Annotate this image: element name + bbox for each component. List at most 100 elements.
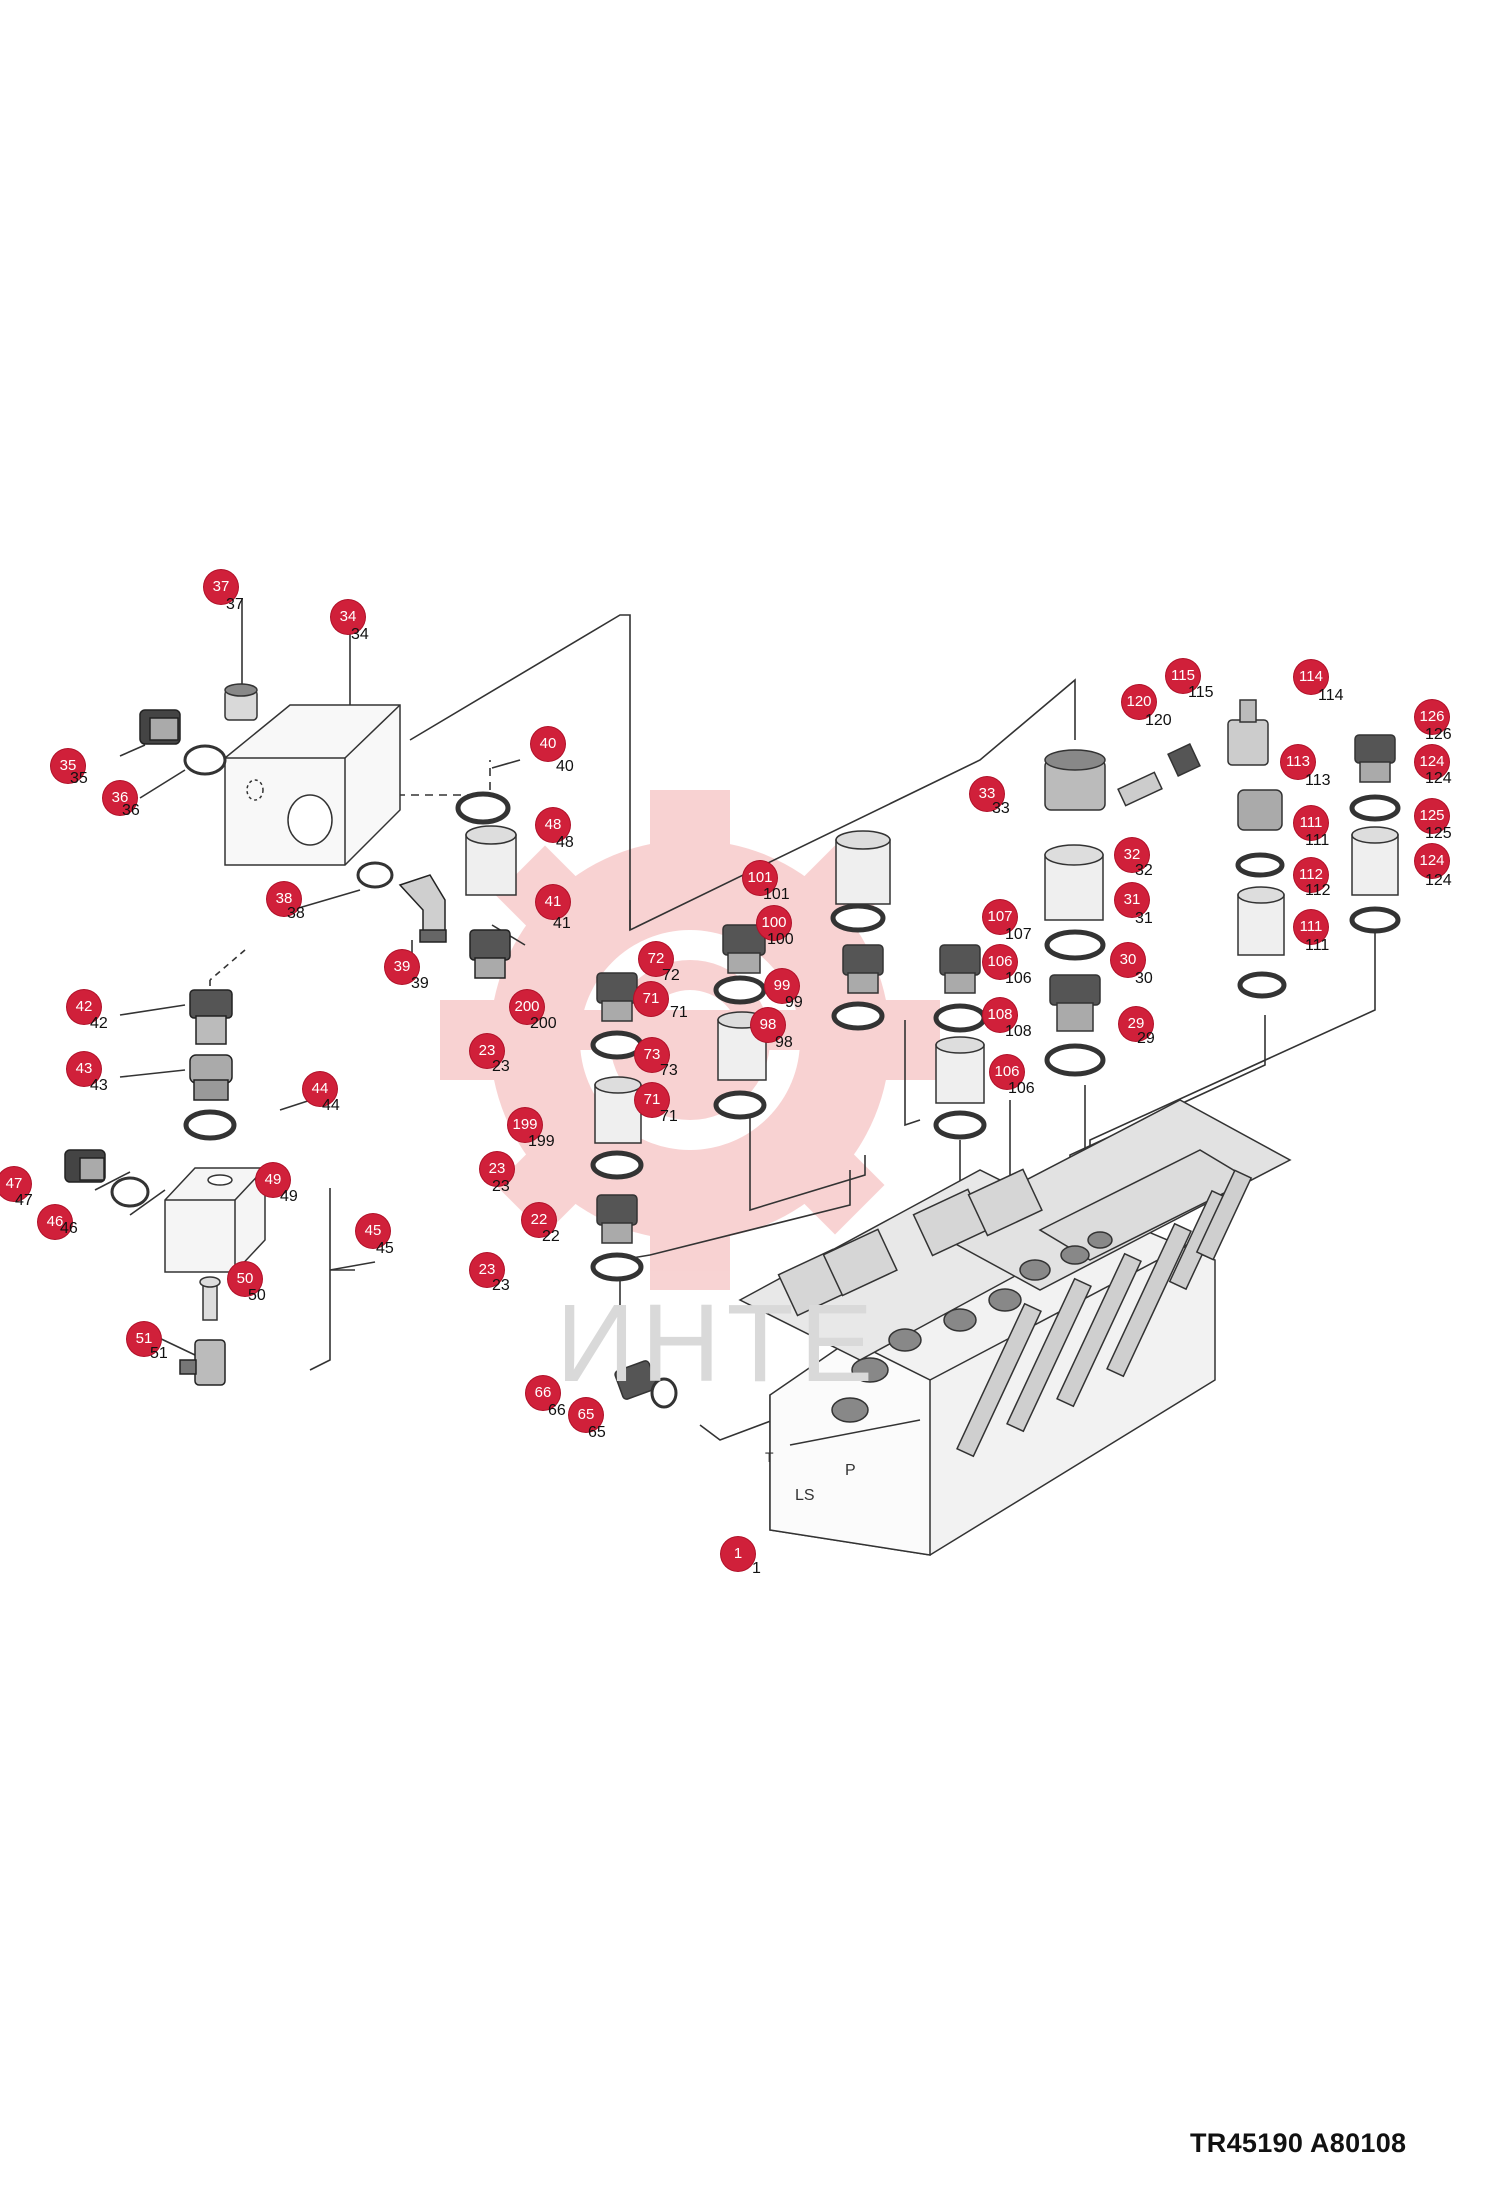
fitting-107 — [939, 944, 981, 976]
callout-126-text: 126 — [1425, 726, 1452, 743]
callout-120[interactable]: 120 — [1122, 685, 1156, 719]
callout-23-c[interactable]: 23 — [470, 1253, 504, 1287]
callout-106-a-text: 106 — [1005, 970, 1032, 987]
callout-106-b[interactable]: 106 — [990, 1055, 1024, 1089]
callout-108-text: 108 — [1005, 1023, 1032, 1040]
callout-23-a[interactable]: 23 — [470, 1034, 504, 1068]
fitting-113 — [1237, 789, 1283, 831]
callout-120-text: 120 — [1145, 712, 1172, 729]
callout-66[interactable]: 66 — [526, 1376, 560, 1410]
callout-47[interactable]: 47 — [0, 1167, 31, 1201]
callout-71-b[interactable]: 71 — [635, 1083, 669, 1117]
callout-98-text: 98 — [775, 1034, 793, 1051]
callout-40-text: 40 — [556, 758, 574, 775]
callout-29[interactable]: 29 — [1119, 1007, 1153, 1041]
callout-114-text: 114 — [1318, 687, 1344, 704]
callout-50[interactable]: 50 — [228, 1262, 262, 1296]
callout-48[interactable]: 48 — [536, 808, 570, 842]
tee-114 — [1227, 719, 1269, 766]
plug-fitting — [224, 683, 258, 721]
callout-23-b[interactable]: 23 — [480, 1152, 514, 1186]
callout-200-text: 200 — [530, 1015, 557, 1032]
callout-37[interactable]: 37 — [204, 570, 238, 604]
callout-111-b[interactable]: 111 — [1294, 910, 1328, 944]
callout-114[interactable]: 114 — [1294, 660, 1328, 694]
callout-124-a[interactable]: 124 — [1415, 745, 1449, 779]
callout-108[interactable]: 108 — [983, 998, 1017, 1032]
callout-100-text: 100 — [767, 931, 794, 948]
callout-30-text: 30 — [1135, 970, 1153, 987]
callout-44[interactable]: 44 — [303, 1072, 337, 1106]
adapter-fitting-35 — [139, 709, 181, 745]
callout-107[interactable]: 107 — [983, 900, 1017, 934]
callout-65[interactable]: 65 — [569, 1398, 603, 1432]
callout-107-text: 107 — [1005, 926, 1032, 943]
callout-113-text: 113 — [1305, 772, 1331, 789]
callout-72-text: 72 — [662, 967, 680, 984]
callout-34[interactable]: 34 — [331, 600, 365, 634]
callout-115-text: 115 — [1188, 684, 1214, 701]
callout-29-text: 29 — [1137, 1030, 1155, 1047]
callout-124-b-text: 124 — [1425, 872, 1452, 889]
callout-33-text: 33 — [992, 800, 1010, 817]
callout-112[interactable]: 112 — [1294, 858, 1328, 892]
callout-45[interactable]: 45 — [356, 1214, 390, 1248]
callout-100[interactable]: 100 — [757, 906, 791, 940]
callout-113[interactable]: 113 — [1281, 745, 1315, 779]
callout-49[interactable]: 49 — [256, 1163, 290, 1197]
callout-41-text: 41 — [553, 915, 571, 932]
callout-72[interactable]: 72 — [639, 942, 673, 976]
callout-47-text: 47 — [15, 1192, 33, 1209]
watermark-text: ИНТЕ — [556, 1282, 880, 1405]
callout-42[interactable]: 42 — [67, 990, 101, 1024]
callout-101[interactable]: 101 — [743, 861, 777, 895]
callout-73-text: 73 — [660, 1062, 678, 1079]
callout-43[interactable]: 43 — [67, 1052, 101, 1086]
callout-71-a[interactable]: 71 — [634, 982, 668, 1016]
callout-42-text: 42 — [90, 1015, 108, 1032]
callout-33[interactable]: 33 — [970, 777, 1004, 811]
callout-200[interactable]: 200 — [510, 990, 544, 1024]
callout-51[interactable]: 51 — [127, 1322, 161, 1356]
callout-22[interactable]: 22 — [522, 1203, 556, 1237]
callout-115[interactable]: 115 — [1166, 659, 1200, 693]
callout-46[interactable]: 46 — [38, 1205, 72, 1239]
fitting-43 — [189, 1054, 233, 1101]
callout-1[interactable]: 1 — [721, 1537, 755, 1571]
callout-111-a[interactable]: 111 — [1294, 806, 1328, 840]
callout-31[interactable]: 31 — [1115, 883, 1149, 917]
fitting-200 — [596, 972, 638, 1004]
callout-98[interactable]: 98 — [751, 1008, 785, 1042]
drawing-code: TR45190 A80108 — [1190, 2128, 1407, 2158]
callout-126[interactable]: 126 — [1415, 700, 1449, 734]
callout-99[interactable]: 99 — [765, 969, 799, 1003]
callout-30[interactable]: 30 — [1111, 943, 1145, 977]
callout-36-text: 36 — [122, 802, 140, 819]
callout-38[interactable]: 38 — [267, 882, 301, 916]
callout-65-text: 65 — [588, 1424, 606, 1441]
callout-31-text: 31 — [1135, 910, 1153, 927]
nut-101 — [835, 839, 891, 905]
elbow-fitting — [398, 874, 447, 943]
callout-106-a[interactable]: 106 — [983, 945, 1017, 979]
nut-48 — [465, 825, 517, 896]
callout-199[interactable]: 199 — [508, 1108, 542, 1142]
callout-124-b[interactable]: 124 — [1415, 844, 1449, 878]
callout-111-b-text: 111 — [1305, 937, 1330, 954]
callout-71-a-text: 71 — [670, 1004, 688, 1021]
callout-125-text: 125 — [1425, 825, 1452, 842]
callout-73[interactable]: 73 — [635, 1038, 669, 1072]
callout-34-text: 34 — [351, 626, 369, 643]
callout-48-text: 48 — [556, 834, 574, 851]
callout-32[interactable]: 32 — [1115, 838, 1149, 872]
callout-36[interactable]: 36 — [103, 781, 137, 815]
callout-125[interactable]: 125 — [1415, 799, 1449, 833]
callout-41[interactable]: 41 — [536, 885, 570, 919]
port-label-t: T — [765, 1449, 774, 1465]
callout-39[interactable]: 39 — [385, 950, 419, 984]
callout-43-text: 43 — [90, 1077, 108, 1094]
callout-40[interactable]: 40 — [531, 727, 565, 761]
callout-23-c-text: 23 — [492, 1277, 510, 1294]
callout-35[interactable]: 35 — [51, 749, 85, 783]
callout-111-a-text: 111 — [1305, 832, 1330, 849]
